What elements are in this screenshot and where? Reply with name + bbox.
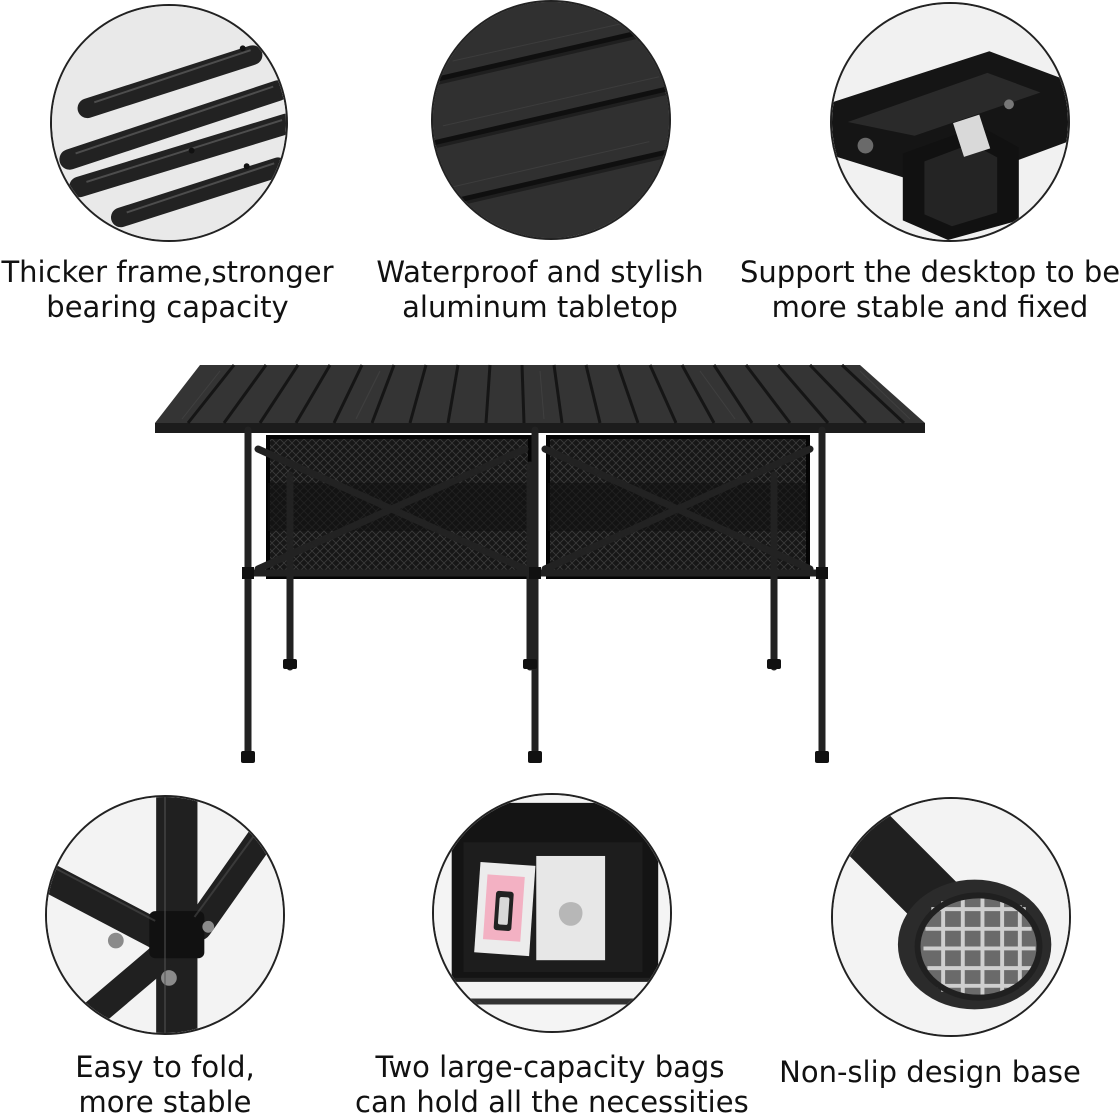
- folding-joint-icon: [47, 797, 283, 1033]
- frame-caption-line-2: bearing capacity: [46, 290, 289, 324]
- tabletop-caption-line-2: aluminum tabletop: [402, 290, 678, 324]
- tabletop-detail-image: [431, 0, 671, 240]
- aluminum-slats-icon: [433, 2, 669, 238]
- bags-caption-line-2: can hold all the necessities: [355, 1085, 749, 1119]
- base-caption-line-1: Non-slip design base: [779, 1055, 1081, 1089]
- storage-bag-icon: [434, 795, 670, 1031]
- base-caption: Non-slip design base: [765, 1055, 1095, 1090]
- frame-caption: Thicker frame,stronger bearing capacity: [0, 255, 335, 325]
- tabletop-caption: Waterproof and stylish aluminum tabletop: [365, 255, 715, 325]
- frame-caption-line-1: Thicker frame,stronger: [1, 255, 334, 289]
- fold-caption-line-2: more stable: [78, 1085, 252, 1119]
- fold-detail-image: [45, 795, 285, 1035]
- support-caption-line-1: Support the desktop to be: [740, 255, 1120, 289]
- desktop-bracket-icon: [832, 4, 1068, 240]
- frame-tubes-icon: [52, 6, 286, 240]
- support-caption-line-2: more stable and fixed: [771, 290, 1089, 324]
- folding-table-product-image: [140, 355, 940, 775]
- non-slip-foot-icon: [833, 799, 1069, 1035]
- bags-caption: Two large-capacity bags can hold all the…: [355, 1050, 749, 1120]
- folding-table-icon: [155, 363, 925, 763]
- support-detail-image: [830, 2, 1070, 242]
- frame-detail-image: [50, 4, 288, 242]
- bags-detail-image: [432, 793, 672, 1033]
- fold-caption-line-1: Easy to fold,: [75, 1050, 255, 1084]
- base-detail-image: [831, 797, 1071, 1037]
- fold-caption: Easy to fold, more stable: [35, 1050, 295, 1120]
- support-caption: Support the desktop to be more stable an…: [740, 255, 1120, 325]
- bags-caption-line-1: Two large-capacity bags: [375, 1050, 725, 1084]
- tabletop-caption-line-1: Waterproof and stylish: [376, 255, 704, 289]
